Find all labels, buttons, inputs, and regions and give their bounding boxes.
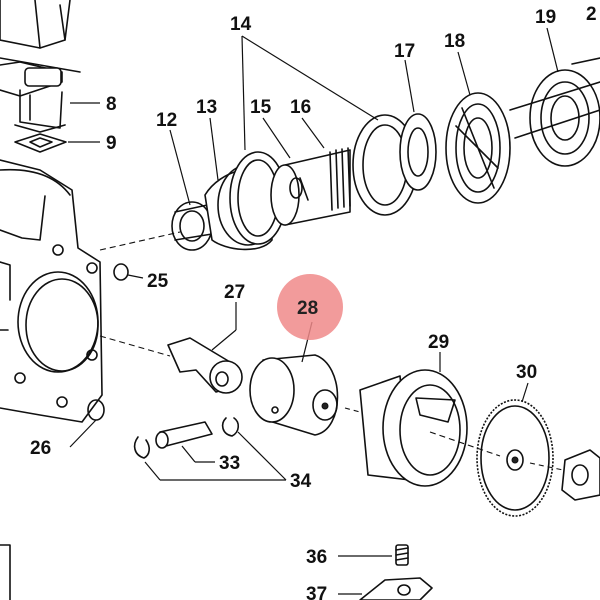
highlight-marker-28 bbox=[277, 274, 343, 340]
callout-labels: 8 9 12 13 14 15 16 17 18 19 2 25 26 27 2… bbox=[30, 4, 597, 600]
callout-33: 33 bbox=[219, 453, 240, 474]
callout-14: 14 bbox=[230, 14, 252, 35]
callout-15: 15 bbox=[250, 97, 272, 118]
callout-19: 19 bbox=[535, 7, 556, 28]
callout-8: 8 bbox=[106, 94, 117, 115]
top-housing-part bbox=[0, 0, 81, 73]
callout-17: 17 bbox=[394, 41, 415, 62]
callout-9: 9 bbox=[106, 133, 117, 154]
callout-36: 36 bbox=[306, 547, 327, 568]
part-33-pin bbox=[155, 421, 215, 463]
callout-25: 25 bbox=[147, 271, 169, 292]
part-31-nut bbox=[529, 449, 600, 501]
callout-34: 34 bbox=[290, 471, 312, 492]
part-25-oring bbox=[113, 263, 144, 281]
part-18-ball-bearing bbox=[445, 92, 511, 204]
part-26-oring bbox=[69, 399, 105, 448]
part-19-seal bbox=[529, 69, 600, 167]
pump-housing bbox=[0, 159, 103, 423]
callout-27: 27 bbox=[224, 282, 245, 303]
part-15-16-cam-shaft bbox=[270, 147, 351, 226]
part-17-spacer bbox=[399, 113, 437, 191]
callout-13: 13 bbox=[196, 97, 217, 118]
part-28-piston bbox=[249, 321, 339, 436]
part-9-gasket bbox=[14, 133, 100, 153]
part-37-bracket bbox=[338, 577, 433, 600]
callout-26: 26 bbox=[30, 438, 51, 459]
part-12-needle-bearing bbox=[171, 201, 213, 251]
part-36-screw bbox=[338, 544, 409, 566]
callout-18: 18 bbox=[444, 31, 465, 52]
callout-12: 12 bbox=[156, 110, 177, 131]
part-27-lever bbox=[99, 302, 243, 394]
part-8-plug bbox=[0, 61, 100, 133]
callout-28: 28 bbox=[297, 298, 318, 319]
callout-29: 29 bbox=[428, 332, 449, 353]
leader-lines bbox=[169, 27, 559, 206]
part-34-circlips bbox=[133, 417, 287, 481]
callout-2: 2 bbox=[586, 4, 597, 25]
shaft-axis-top bbox=[99, 57, 600, 251]
bottom-left-frame bbox=[0, 544, 11, 600]
callout-30: 30 bbox=[516, 362, 537, 383]
part-29-cover bbox=[344, 352, 468, 487]
callout-37: 37 bbox=[306, 584, 327, 600]
callout-16: 16 bbox=[290, 97, 311, 118]
part-30-diaphragm bbox=[429, 382, 554, 517]
